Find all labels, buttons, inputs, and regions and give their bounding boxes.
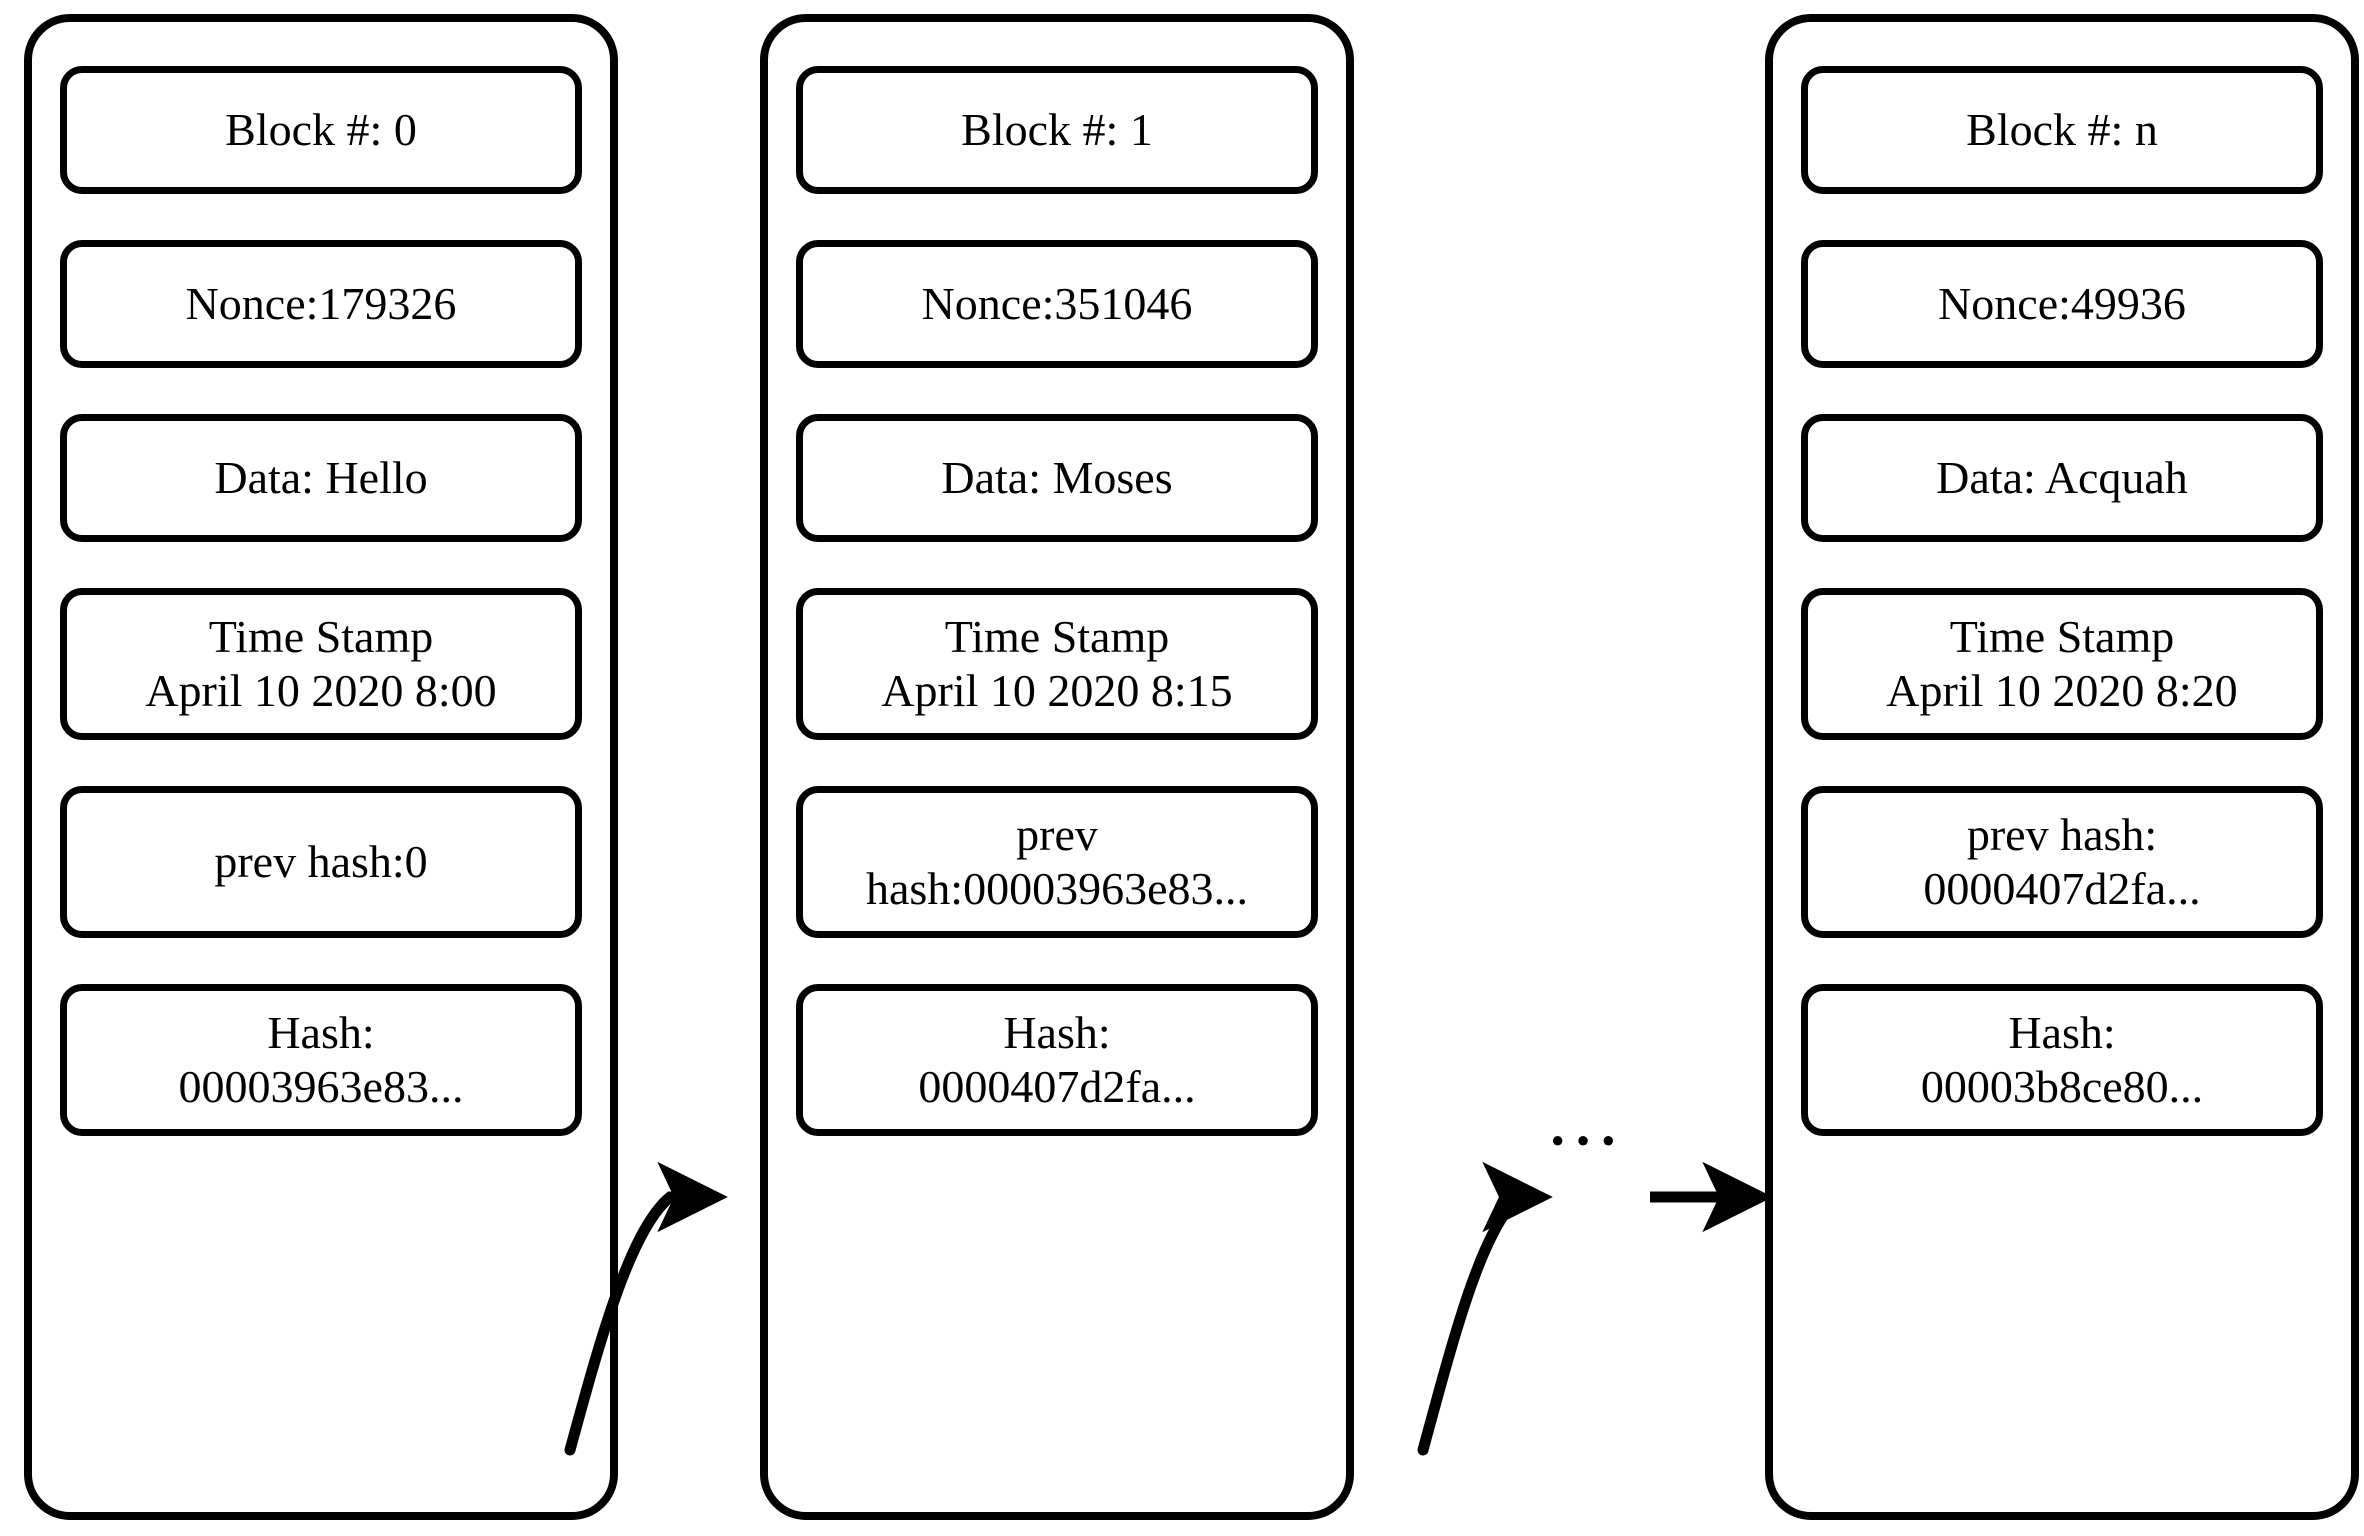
data-label: Data: Moses xyxy=(941,451,1173,503)
timestamp-title: Time Stamp xyxy=(208,610,434,662)
data-field: Data: Acquah xyxy=(1801,414,2323,542)
timestamp-value: April 10 2020 8:00 xyxy=(145,665,497,716)
chain-ellipsis: ··· xyxy=(1548,1108,1625,1173)
timestamp-field: Time Stamp April 10 2020 8:20 xyxy=(1801,588,2323,740)
hash-line-2: 00003963e83... xyxy=(178,1061,464,1112)
block-0[interactable]: Block #: 0 Nonce:179326 Data: Hello Time… xyxy=(24,14,618,1520)
data-label: Data: Hello xyxy=(214,451,428,503)
hash-field: Hash: 00003b8ce80... xyxy=(1801,984,2323,1136)
nonce-label: Nonce:179326 xyxy=(185,277,457,329)
prev-hash-line-1: prev hash:0 xyxy=(214,835,428,887)
data-field: Data: Hello xyxy=(60,414,582,542)
block-number-field: Block #: n xyxy=(1801,66,2323,194)
timestamp-field: Time Stamp April 10 2020 8:15 xyxy=(796,588,1318,740)
data-field: Data: Moses xyxy=(796,414,1318,542)
timestamp-value: April 10 2020 8:15 xyxy=(881,665,1233,716)
block-number-field: Block #: 1 xyxy=(796,66,1318,194)
hash-line-2: 00003b8ce80... xyxy=(1920,1061,2204,1112)
prev-hash-line-2: hash:00003963e83... xyxy=(865,863,1248,914)
hash-line-1: Hash: xyxy=(1003,1006,1111,1058)
timestamp-value: April 10 2020 8:20 xyxy=(1886,665,2238,716)
hash-line-2: 0000407d2fa... xyxy=(918,1061,1196,1112)
prev-hash-line-1: prev xyxy=(1016,808,1098,860)
hash-field: Hash: 0000407d2fa... xyxy=(796,984,1318,1136)
data-label: Data: Acquah xyxy=(1936,451,2188,503)
arrow-block1-to-ellipsis-icon xyxy=(1417,1161,1553,1456)
nonce-label: Nonce:351046 xyxy=(921,277,1193,329)
nonce-label: Nonce:49936 xyxy=(1938,277,2186,329)
prev-hash-field: prev hash:00003963e83... xyxy=(796,786,1318,938)
prev-hash-field: prev hash: 0000407d2fa... xyxy=(1801,786,2323,938)
nonce-field: Nonce:179326 xyxy=(60,240,582,368)
nonce-field: Nonce:49936 xyxy=(1801,240,2323,368)
prev-hash-line-2: 0000407d2fa... xyxy=(1923,863,2201,914)
prev-hash-field: prev hash:0 xyxy=(60,786,582,938)
block-n[interactable]: Block #: n Nonce:49936 Data: Acquah Time… xyxy=(1765,14,2359,1520)
block-1[interactable]: Block #: 1 Nonce:351046 Data: Moses Time… xyxy=(760,14,1354,1520)
nonce-field: Nonce:351046 xyxy=(796,240,1318,368)
prev-hash-line-1: prev hash: xyxy=(1966,808,2158,860)
hash-field: Hash: 00003963e83... xyxy=(60,984,582,1136)
hash-line-1: Hash: xyxy=(2008,1006,2116,1058)
hash-line-1: Hash: xyxy=(267,1006,375,1058)
timestamp-title: Time Stamp xyxy=(1949,610,2175,662)
block-number-label: Block #: 0 xyxy=(225,103,417,155)
block-number-label: Block #: n xyxy=(1966,103,2158,155)
block-number-field: Block #: 0 xyxy=(60,66,582,194)
timestamp-title: Time Stamp xyxy=(944,610,1170,662)
timestamp-field: Time Stamp April 10 2020 8:00 xyxy=(60,588,582,740)
block-number-label: Block #: 1 xyxy=(961,103,1153,155)
